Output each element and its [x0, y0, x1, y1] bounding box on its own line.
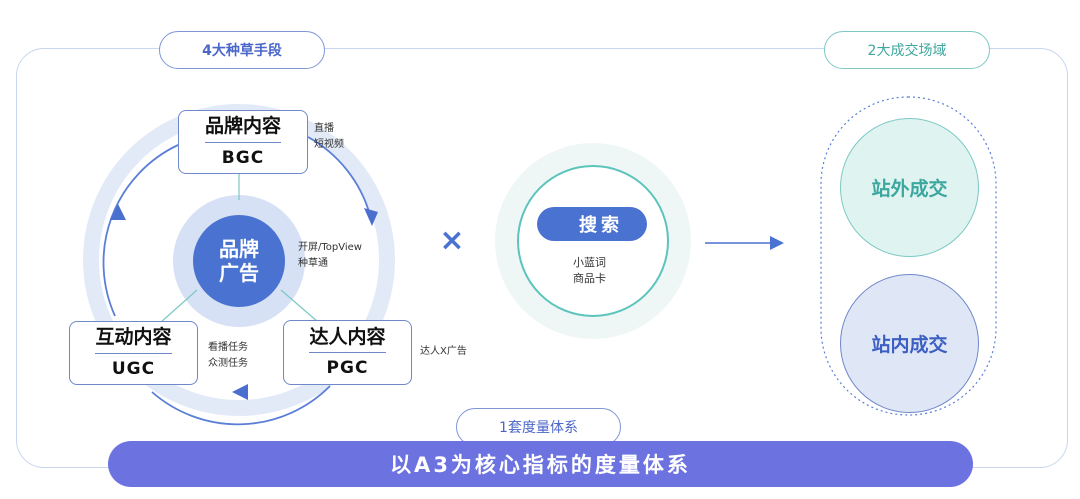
core-note-line: 种草通 — [298, 258, 328, 269]
bgc-note-line: 短视频 — [314, 139, 344, 150]
methods-title: 4大种草手段 — [202, 43, 282, 59]
onsite-venue: 站内成交 — [840, 274, 979, 413]
system-title-pill: 1套度量体系 — [456, 408, 621, 446]
cycle-arrowhead-left — [110, 204, 126, 220]
brand-ad-core: 品牌 广告 — [193, 215, 285, 307]
bgc-note: 直播 短视频 — [314, 121, 344, 153]
metrics-banner-text: 以A3为核心指标的度量体系 — [390, 453, 691, 477]
offsite-venue: 站外成交 — [840, 118, 979, 257]
methods-title-pill: 4大种草手段 — [159, 31, 325, 69]
venues-title-pill: 2大成交场域 — [824, 31, 990, 69]
offsite-venue-label: 站外成交 — [871, 178, 948, 200]
ugc-note-line: 看播任务 — [208, 342, 248, 353]
ugc-title: 互动内容 — [95, 327, 172, 354]
core-note: 开屏/TopView 种草通 — [298, 240, 362, 272]
ugc-code: UGC — [111, 358, 156, 379]
core-line2: 广告 — [219, 261, 259, 285]
system-title: 1套度量体系 — [499, 420, 578, 436]
search-note: 小蓝词 商品卡 — [573, 255, 606, 287]
center-connectors — [159, 173, 319, 324]
search-note-line: 小蓝词 — [573, 256, 606, 269]
bgc-note-line: 直播 — [314, 123, 334, 134]
pgc-title: 达人内容 — [309, 326, 386, 354]
bgc-code: BGC — [221, 147, 265, 168]
core-note-line: 开屏/TopView — [298, 242, 362, 253]
cycle-arc-right — [307, 136, 371, 216]
search-label: 搜索 — [579, 215, 623, 236]
metrics-banner: 以A3为核心指标的度量体系 — [108, 441, 973, 487]
venues-title: 2大成交场域 — [867, 43, 947, 59]
cycle-arrowhead-bottom — [232, 384, 248, 400]
search-circle — [517, 165, 669, 317]
onsite-venue-label: 站内成交 — [871, 334, 948, 356]
pgc-note-line: 达人X广告 — [420, 346, 467, 357]
search-badge: 搜索 — [537, 207, 647, 241]
pgc-note: 达人X广告 — [420, 344, 467, 360]
cycle-arrowhead-right — [364, 208, 378, 226]
flow-arrowhead — [770, 236, 784, 250]
pgc-code: PGC — [326, 358, 369, 379]
ugc-box: 互动内容 UGC — [69, 321, 198, 385]
ugc-note-line: 众测任务 — [208, 358, 248, 369]
bgc-box: 品牌内容 BGC — [178, 110, 308, 174]
bgc-title: 品牌内容 — [204, 116, 281, 143]
search-note-line: 商品卡 — [573, 272, 606, 285]
core-line1: 品牌 — [219, 237, 259, 261]
cycle-arc-bottom — [151, 385, 331, 426]
ugc-note: 看播任务 众测任务 — [208, 340, 248, 372]
multiply-icon: × — [439, 223, 465, 258]
pgc-box: 达人内容 PGC — [283, 320, 412, 385]
